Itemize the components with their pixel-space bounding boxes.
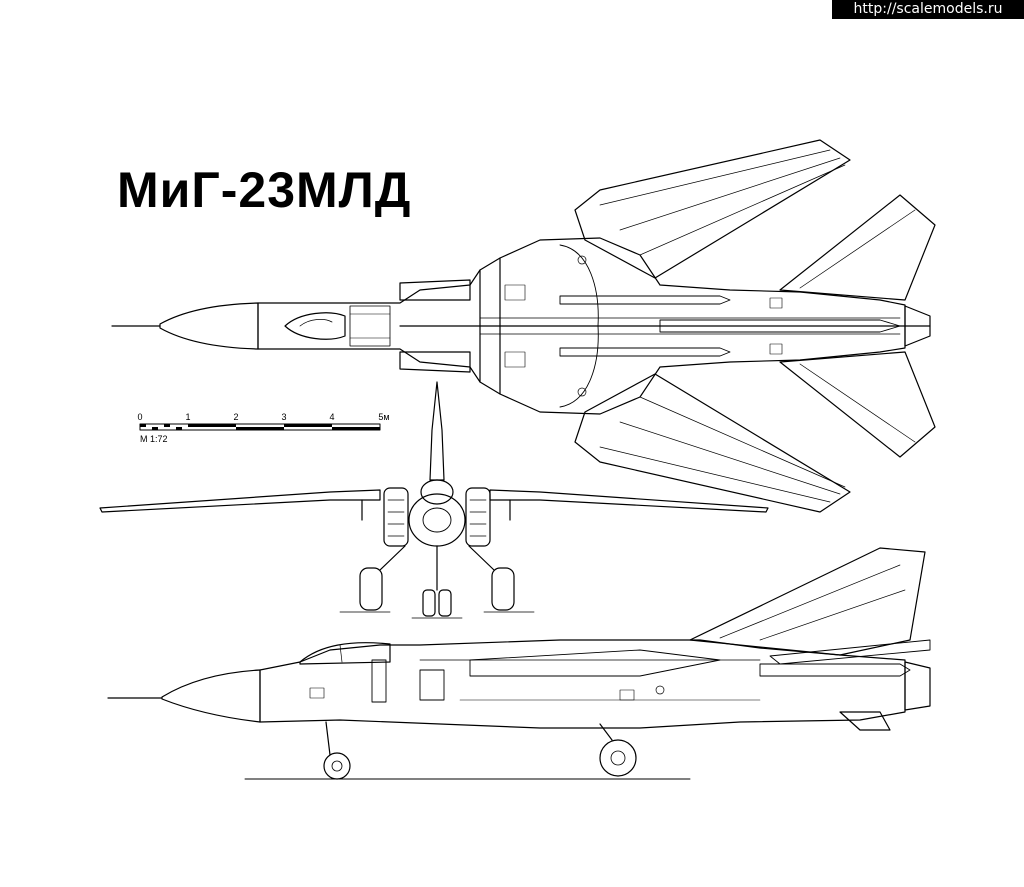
site-url-banner: http://scalemodels.ru: [832, 0, 1024, 19]
top-view: [111, 139, 936, 513]
scale-tick-label: 1: [185, 412, 190, 422]
scale-ratio-label: М 1:72: [140, 434, 168, 444]
scale-tick-label: 5м: [378, 412, 389, 422]
scale-tick-label: 0: [137, 412, 142, 422]
page-title: МиГ-23МЛД: [117, 162, 412, 218]
front-view: [99, 381, 769, 619]
side-view: [107, 547, 931, 780]
scale-tick-label: 3: [281, 412, 286, 422]
scale-bar: 0 1 2 3 4 5м М 1:72: [137, 412, 389, 444]
scale-tick-label: 2: [233, 412, 238, 422]
scale-tick-label: 4: [329, 412, 334, 422]
